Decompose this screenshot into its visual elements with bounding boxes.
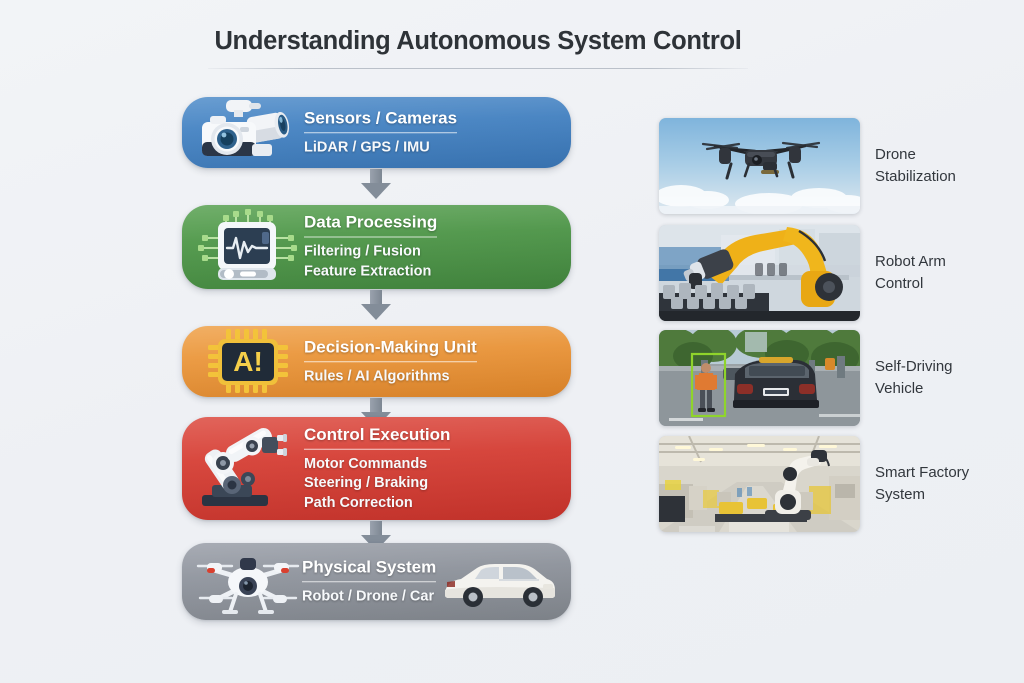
stage-title: Control Execution [304,424,451,450]
stage-text: Decision-Making Unit Rules / AI Algorith… [304,337,561,387]
use-case-label-line2: System [875,486,926,503]
arrow-shaft [370,398,382,413]
stage-text: Sensors / Cameras LiDAR / GPS / IMU [304,108,561,158]
stage-line: Rules / AI Algorithms [304,367,450,384]
stage-text: Control Execution Motor Commands Steerin… [304,424,561,513]
stage-line: Steering / Braking [304,474,429,491]
flow-arrow-1 [361,169,391,199]
use-case-label: Self-Driving Vehicle [875,356,1015,400]
stage-title: Data Processing [304,213,438,238]
flow-stage-data-processing[interactable]: Data Processing Filtering / Fusion Featu… [182,205,571,289]
stage-line: Feature Extraction [304,263,432,279]
use-case-item-self-driving[interactable]: Self-Driving Vehicle [659,330,1009,426]
car-icon [439,554,559,610]
use-case-label: Smart Factory System [875,462,1015,506]
processor-monitor-icon [196,208,300,286]
use-case-label-line2: Stabilization [875,168,956,185]
use-case-label-line1: Drone [875,146,916,163]
flow-stage-decision-unit[interactable]: A! Decision-Making Unit Rules / AI Algor… [182,326,571,397]
stage-text: Physical System Robot / Drone / Car [302,557,561,607]
flow-stage-physical-system[interactable]: Physical System Robot / Drone / Car [182,543,571,620]
use-case-label-line2: Vehicle [875,380,924,397]
use-case-label-line2: Control [875,275,924,292]
use-case-label-line1: Smart Factory [875,464,970,481]
stage-line: Filtering / Fusion [304,243,421,260]
arrow-shaft [370,169,382,184]
arrow-shaft [370,290,382,305]
use-case-label-line1: Robot Arm [875,253,946,270]
factory-assembly-line-photo [659,436,860,532]
flow-stage-sensors[interactable]: Sensors / Cameras LiDAR / GPS / IMU [182,97,571,168]
use-case-label-line1: Self-Driving [875,358,953,375]
stage-title: Decision-Making Unit [304,337,477,362]
stage-title: Sensors / Cameras [304,108,458,133]
stage-line: LiDAR / GPS / IMU [304,138,430,155]
stage-text: Data Processing Filtering / Fusion Featu… [304,213,561,282]
stage-line: Path Correction [304,494,413,511]
ai-chip-icon: A! [196,326,300,397]
stage-title: Physical System [302,557,437,582]
use-case-label: Drone Stabilization [875,144,1015,188]
camera-sensor-icon [196,97,300,168]
flow-stage-control-execution[interactable]: Control Execution Motor Commands Steerin… [182,417,571,520]
svg-text:A!: A! [233,346,263,377]
yellow-robot-arm-photo [659,225,860,321]
drone-icon [194,546,302,618]
drone-in-sky-photo [659,118,860,214]
robot-arm-icon [190,423,300,515]
use-case-item-robot-arm[interactable]: Robot Arm Control [659,225,1009,321]
street-pedestrian-detection-photo [659,330,860,426]
arrow-head [361,304,391,320]
arrow-shaft [370,521,382,536]
use-case-label: Robot Arm Control [875,251,1015,295]
title-divider [208,68,748,69]
stage-line: Robot / Drone / Car [302,587,435,604]
use-case-item-smart-factory[interactable]: Smart Factory System [659,436,1009,532]
title-block: Understanding Autonomous System Control [0,24,956,69]
stage-line: Motor Commands [304,455,428,472]
arrow-head [361,183,391,199]
use-case-item-drone[interactable]: Drone Stabilization [659,118,1009,214]
flow-arrow-2 [361,290,391,320]
page-title: Understanding Autonomous System Control [214,27,742,55]
